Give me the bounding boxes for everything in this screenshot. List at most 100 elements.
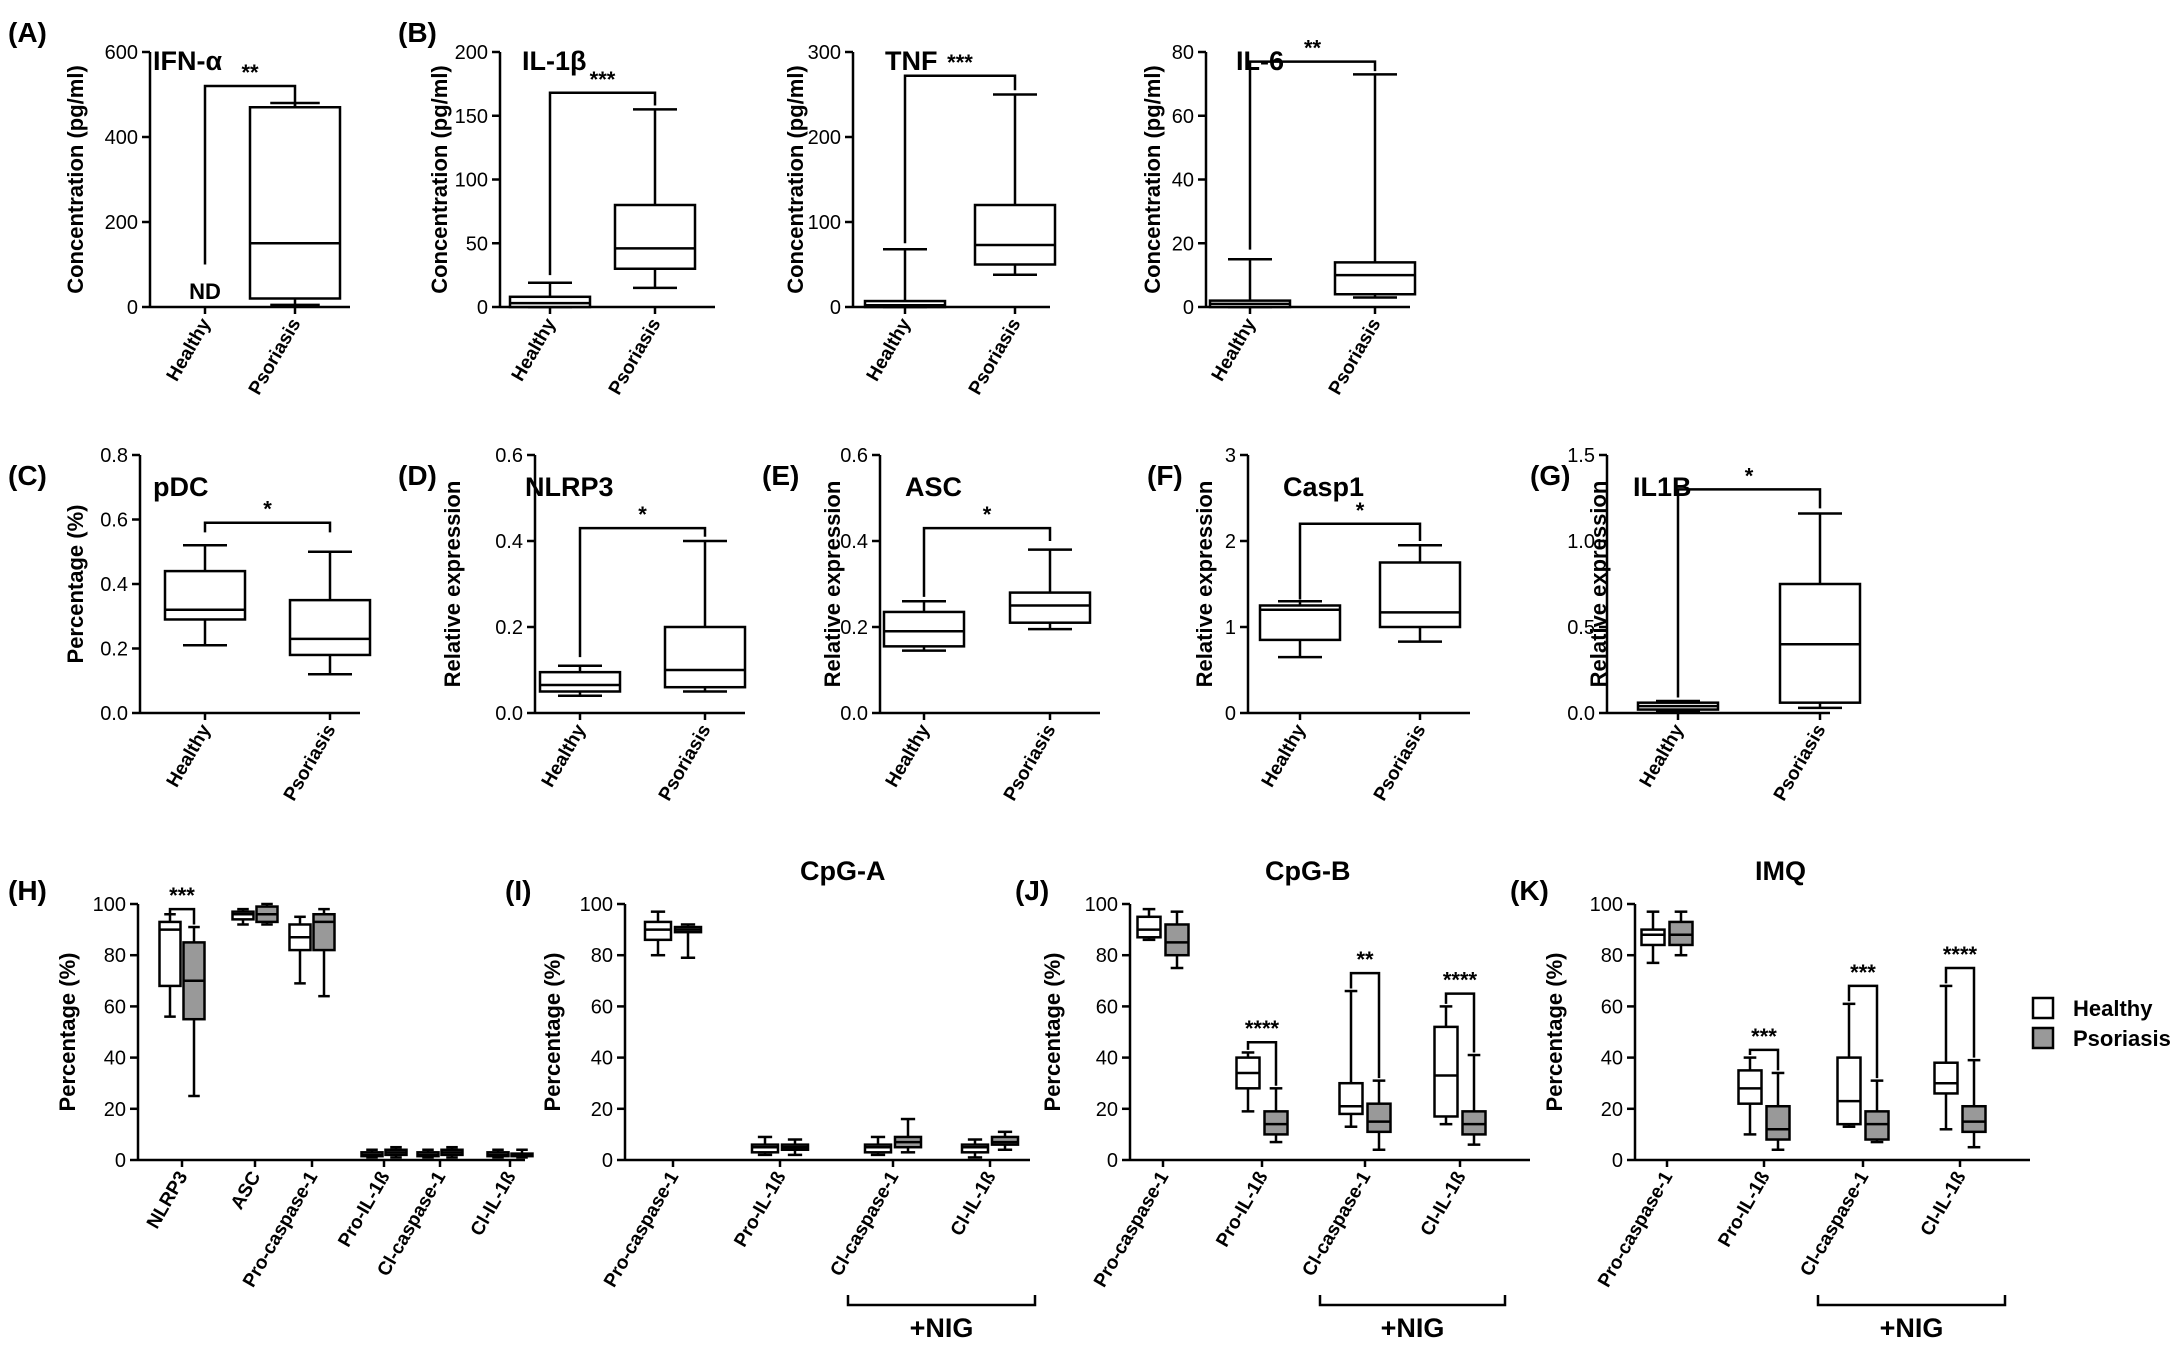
x-tick-label: Psoriasis xyxy=(1370,721,1430,805)
panel-letter: (B) xyxy=(398,17,437,48)
legend-swatch-psoriasis xyxy=(2031,1026,2055,1050)
x-tick-label: Psoriasis xyxy=(1000,721,1060,805)
box-plot xyxy=(1668,910,1694,957)
y-tick-label: 0 xyxy=(830,297,841,319)
x-tick-label: Cl-IL-1ß xyxy=(1917,1168,1971,1240)
y-tick-label: 60 xyxy=(1172,106,1194,128)
box-iqr xyxy=(990,1135,1020,1146)
y-tick-label: 0 xyxy=(1225,703,1236,725)
box-plot xyxy=(990,1130,1020,1152)
y-tick-label: 3 xyxy=(1225,445,1236,467)
x-tick-label: Pro-caspase-1 xyxy=(1594,1168,1677,1291)
y-tick-label: 40 xyxy=(1096,1048,1118,1070)
box-plot xyxy=(663,539,747,693)
x-tick-label: Psoriasis xyxy=(605,315,665,399)
x-tick-label: Cl-IL-1ß xyxy=(947,1168,1001,1240)
x-tick-label: ASC xyxy=(227,1168,265,1213)
box-iqr xyxy=(973,203,1057,266)
significance-bracket xyxy=(1444,992,1476,1053)
significance-label: ** xyxy=(1304,36,1322,61)
significance-bracket xyxy=(1676,488,1822,698)
box-iqr xyxy=(1136,915,1162,939)
y-tick-label: 0.0 xyxy=(1567,703,1595,725)
significance-label: *** xyxy=(1751,1024,1777,1049)
y-tick-label: 100 xyxy=(808,212,841,234)
box-plot xyxy=(1258,599,1342,659)
box-iqr xyxy=(863,1143,893,1154)
box-plot xyxy=(1961,1058,1987,1149)
y-tick-label: 0.6 xyxy=(100,510,128,532)
y-tick-label: 50 xyxy=(466,233,488,255)
box-plot xyxy=(1164,910,1190,970)
y-tick-label: 80 xyxy=(1096,945,1118,967)
nig-bracket xyxy=(1816,1295,2007,1307)
box-iqr xyxy=(538,670,622,693)
significance-label: *** xyxy=(590,67,616,92)
y-tick-label: 40 xyxy=(591,1048,613,1070)
box-iqr xyxy=(1338,1081,1364,1116)
box-iqr xyxy=(312,912,336,952)
y-tick-label: 20 xyxy=(1601,1099,1623,1121)
significance-label: **** xyxy=(1245,1016,1280,1041)
box-iqr xyxy=(1668,920,1694,947)
y-tick-label: 1 xyxy=(1225,617,1236,639)
y-tick-label: 100 xyxy=(580,894,613,916)
box-plot xyxy=(1933,984,1959,1131)
significance-label: * xyxy=(263,497,272,522)
x-tick-label: Healthy xyxy=(163,315,216,385)
box-plot xyxy=(360,1148,384,1159)
nig-bracket xyxy=(846,1295,1037,1307)
y-axis-label: Percentage (%) xyxy=(1040,953,1065,1112)
x-tick-label: Healthy xyxy=(863,315,916,385)
box-iqr xyxy=(882,610,966,648)
significance-bracket xyxy=(1847,984,1879,1079)
chart-title: CpG-B xyxy=(1265,856,1350,886)
box-plot xyxy=(288,915,312,985)
panel-letter: (F) xyxy=(1147,460,1183,491)
panel-letter: (D) xyxy=(398,460,437,491)
y-tick-label: 0.0 xyxy=(495,703,523,725)
box-iqr xyxy=(1933,1061,1959,1095)
x-tick-label: Psoriasis xyxy=(280,721,340,805)
y-tick-label: 60 xyxy=(1096,996,1118,1018)
significance-label: * xyxy=(1745,463,1754,488)
y-axis-label: Percentage (%) xyxy=(1542,953,1567,1112)
box-iqr xyxy=(158,920,182,988)
panel-letter: (A) xyxy=(8,17,47,48)
x-tick-label: Pro-IL-1ß xyxy=(1714,1168,1774,1251)
nig-label: +NIG xyxy=(1381,1313,1445,1343)
x-tick-label: Healthy xyxy=(1636,721,1689,791)
box-plot xyxy=(1263,1087,1289,1144)
box-plot xyxy=(440,1145,464,1159)
y-tick-label: 200 xyxy=(808,127,841,149)
significance-label: * xyxy=(983,502,992,527)
box-iqr xyxy=(1433,1025,1459,1118)
box-plot xyxy=(231,907,255,926)
y-tick-label: 0.0 xyxy=(840,703,868,725)
box-plot xyxy=(1333,73,1417,299)
y-tick-label: 80 xyxy=(591,945,613,967)
box-iqr xyxy=(248,106,342,300)
box-iqr xyxy=(163,569,247,621)
box-plot xyxy=(1640,910,1666,965)
box-plot xyxy=(973,93,1057,276)
nig-label: +NIG xyxy=(1880,1313,1944,1343)
box-plot xyxy=(486,1148,510,1159)
significance-label: *** xyxy=(947,50,973,75)
box-iqr xyxy=(613,203,697,270)
x-tick-label: Healthy xyxy=(508,315,561,385)
significance-label: ** xyxy=(1356,947,1374,972)
x-tick-label: Cl-IL-1ß xyxy=(467,1168,521,1240)
nig-label: +NIG xyxy=(910,1313,974,1343)
box-plot xyxy=(1636,699,1720,713)
y-tick-label: 200 xyxy=(455,42,488,64)
y-tick-label: 60 xyxy=(1601,996,1623,1018)
